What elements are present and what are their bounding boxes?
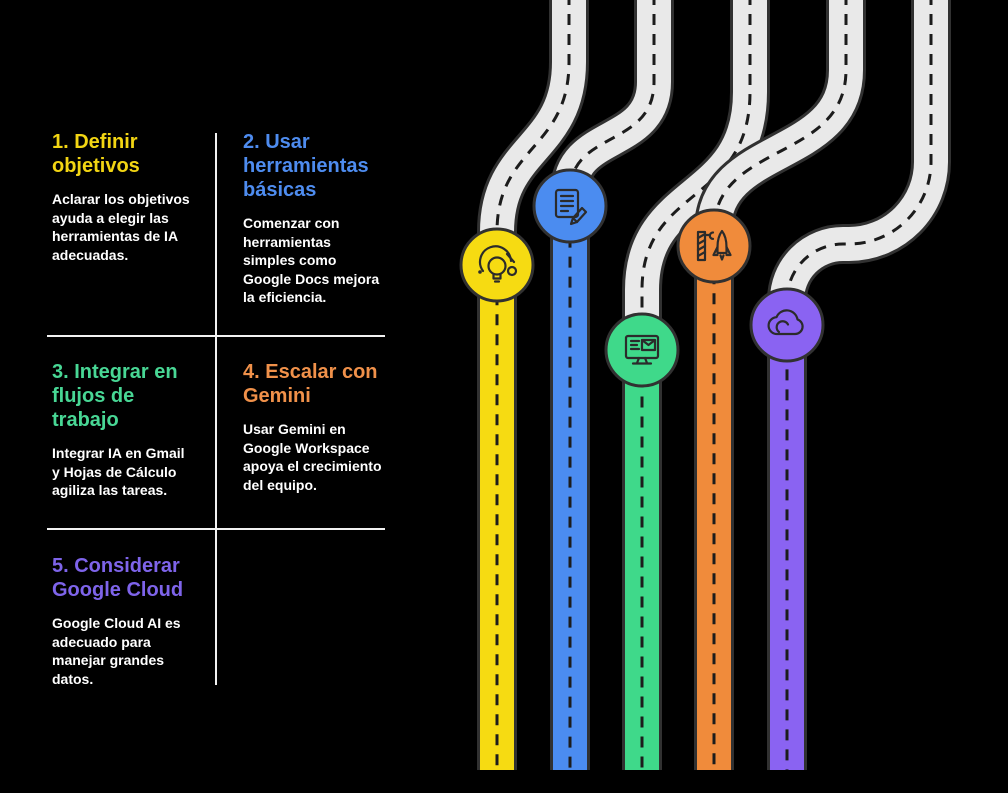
- step-3-title: 3. Integrar en flujos de trabajo: [52, 361, 178, 431]
- divider-horizontal-bottom: [47, 528, 385, 530]
- step-2-title: 2. Usar herramientas básicas: [243, 131, 369, 201]
- step-3-section: 3. Integrar en flujos de trabajo Integra…: [52, 360, 210, 500]
- lightbulb-idea-icon: [478, 245, 518, 283]
- document-edit-icon: [554, 188, 588, 226]
- divider-vertical: [215, 133, 217, 685]
- step-5-description: Google Cloud AI es adecuado para manejar…: [52, 615, 181, 687]
- step-2-badge: [532, 168, 608, 244]
- step-4-title: 4. Escalar con Gemini: [243, 361, 378, 407]
- step-3-badge: [604, 312, 680, 388]
- road-5: [767, 0, 951, 770]
- rocket-launch-icon: [696, 229, 732, 262]
- cloud-icon: [767, 309, 804, 336]
- step-5-title: 5. Considerar Google Cloud: [52, 555, 184, 601]
- step-1-description: Aclarar los objetivos ayuda a elegir las…: [52, 191, 190, 263]
- road-4: [694, 0, 866, 770]
- step-3-description: Integrar IA en Gmail y Hojas de Cálculo …: [52, 445, 185, 498]
- step-2-section: 2. Usar herramientas básicas Comenzar co…: [243, 130, 395, 307]
- road-1: [477, 0, 589, 770]
- step-1-section: 1. Definir objetivos Aclarar los objetiv…: [52, 130, 210, 264]
- step-5-badge: [749, 287, 825, 363]
- monitor-mail-icon: [624, 334, 660, 365]
- step-4-badge: [676, 208, 752, 284]
- divider-horizontal-top: [47, 335, 385, 337]
- step-4-section: 4. Escalar con Gemini Usar Gemini en Goo…: [243, 360, 401, 494]
- step-1-badge: [459, 227, 535, 303]
- steps-panel: 1. Definir objetivos Aclarar los objetiv…: [0, 0, 430, 793]
- step-5-section: 5. Considerar Google Cloud Google Cloud …: [52, 554, 222, 688]
- step-2-description: Comenzar con herramientas simples como G…: [243, 215, 380, 305]
- step-1-title: 1. Definir objetivos: [52, 131, 140, 177]
- road-3: [622, 0, 770, 770]
- step-4-description: Usar Gemini en Google Workspace apoya el…: [243, 421, 382, 493]
